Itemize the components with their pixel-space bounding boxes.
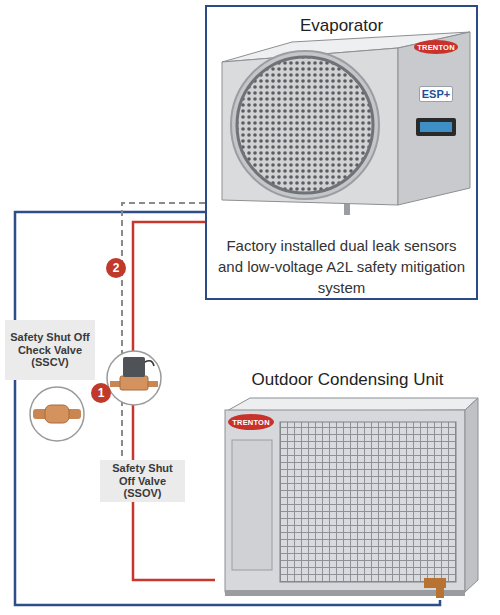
controller-display	[416, 118, 456, 136]
condenser-grille	[280, 422, 456, 582]
model-badge: ESP+	[419, 86, 453, 102]
valve-magnifier	[107, 351, 161, 405]
component-tag: Safety Shut Off Check Valve (SSCV)	[5, 320, 95, 380]
brand-logo: TRENTON	[414, 40, 458, 54]
solenoid-coil	[123, 357, 145, 377]
callout-number: 1	[91, 383, 111, 403]
fan-shroud	[231, 51, 379, 199]
copper-stub	[436, 586, 444, 598]
valve-magnifier	[30, 387, 84, 441]
liquid-line	[133, 222, 205, 460]
service-panel	[232, 440, 272, 570]
component-name: Safety Shut Off Valve (SSOV)	[103, 462, 182, 501]
feature-note: Factory installed dual leak sensors and …	[217, 235, 466, 298]
display-screen	[420, 122, 452, 132]
control-wire	[122, 203, 205, 460]
brand-logo: TRENTON	[228, 414, 274, 430]
component-tag: Safety Shut Off Valve (SSOV)	[100, 460, 185, 502]
callout-number: 2	[106, 258, 126, 278]
unit-title: Outdoor Condensing Unit	[215, 370, 480, 390]
evaporator-front-face	[222, 48, 398, 205]
evaporator-side-panel	[398, 32, 470, 205]
check-valve-body	[45, 405, 69, 423]
component-name: Safety Shut Off Check Valve (SSCV)	[8, 331, 92, 370]
liquid-line	[133, 502, 215, 580]
unit-title: Evaporator	[207, 16, 476, 36]
drain-stem	[344, 204, 350, 215]
condenser-front-face	[225, 410, 465, 592]
solenoid-valve-body	[120, 376, 148, 390]
condenser-base-rail	[225, 590, 465, 596]
coil-lead	[145, 361, 154, 366]
fan-guard	[237, 57, 373, 193]
unit-group: Outdoor Condensing Unit	[215, 368, 480, 600]
condenser-side-panel	[465, 398, 478, 592]
